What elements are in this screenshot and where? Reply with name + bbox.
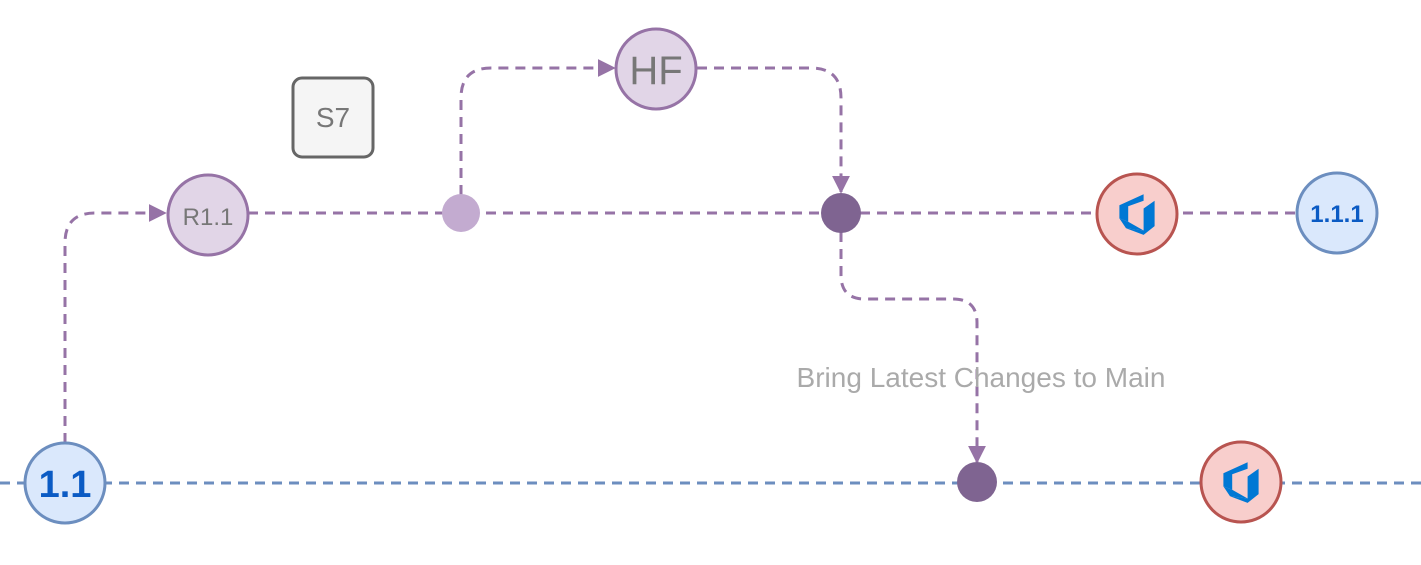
release-node[interactable]: R1.1 — [166, 173, 250, 257]
release-pipeline-node[interactable] — [1095, 172, 1179, 256]
release-node-label: R1.1 — [183, 204, 234, 231]
sprint-node[interactable]: S7 — [291, 76, 375, 159]
hotfix-version-node-label: 1.1.1 — [1310, 201, 1363, 228]
hotfix-version-node[interactable]: 1.1.1 — [1295, 171, 1379, 255]
sprint-node-label: S7 — [316, 102, 350, 133]
main-merge-commit-dot[interactable] — [957, 462, 997, 502]
branch-connector-to-release — [63, 204, 167, 443]
hotfix-node-label: HF — [629, 49, 682, 93]
hotfix-merge-commit-dot[interactable] — [821, 193, 861, 233]
hotfix-node[interactable]: HF — [614, 27, 698, 111]
version-node-main[interactable]: 1.1 — [23, 441, 107, 525]
main-pipeline-node[interactable] — [1199, 440, 1283, 524]
release-commit-dot[interactable] — [442, 194, 480, 232]
branch-connector-to-hotfix — [459, 59, 616, 195]
version-node-main-label: 1.1 — [39, 464, 92, 506]
merge-to-main-connector — [839, 232, 986, 464]
merge-to-main-label: Bring Latest Changes to Main — [797, 362, 1166, 393]
hotfix-merge-connector — [697, 66, 850, 194]
